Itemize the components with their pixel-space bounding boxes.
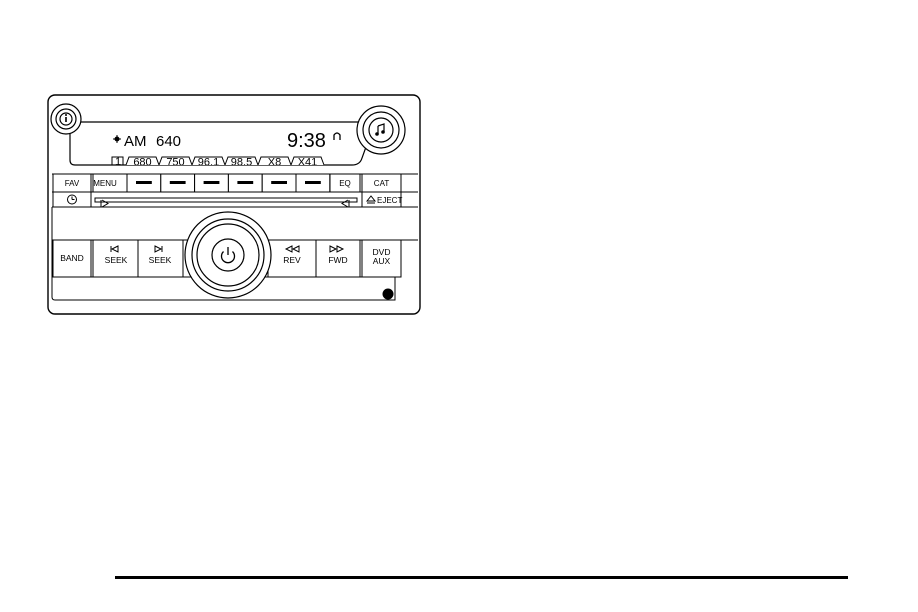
menu-label: MENU xyxy=(93,179,117,188)
softkey-button[interactable] xyxy=(195,174,229,192)
softkey-dash-icon xyxy=(237,181,253,184)
preset-page-indicator: 1 xyxy=(115,156,121,168)
softkey-button[interactable] xyxy=(127,174,161,192)
music-knob[interactable] xyxy=(357,106,405,154)
softkey-button[interactable] xyxy=(296,174,330,192)
eject-label: EJECT xyxy=(377,196,402,205)
aux-label: AUX xyxy=(373,256,391,266)
info-knob[interactable] xyxy=(51,104,81,134)
eq-label: EQ xyxy=(339,179,351,188)
disc-slot xyxy=(95,198,357,202)
display-frequency: 640 xyxy=(156,133,181,150)
softkey-button[interactable] xyxy=(161,174,195,192)
preset-tab-label: 98.5 xyxy=(231,157,252,169)
display-clock: 9:38 xyxy=(287,130,326,152)
softkey-button[interactable] xyxy=(228,174,262,192)
softkey-dash-icon xyxy=(136,181,152,184)
preset-tab-label: 680 xyxy=(133,157,151,169)
display-band: AM xyxy=(124,133,147,150)
cat-label: CAT xyxy=(374,179,390,188)
power-volume-knob[interactable] xyxy=(185,212,271,298)
seek-back-label: SEEK xyxy=(105,255,128,265)
rev-label: REV xyxy=(283,255,301,265)
preset-tab-label: 750 xyxy=(166,157,184,169)
softkey-button[interactable] xyxy=(262,174,296,192)
softkey-dash-icon xyxy=(305,181,321,184)
preset-tab-label: X8 xyxy=(268,157,281,169)
fav-label: FAV xyxy=(65,179,80,188)
softkey-dash-icon xyxy=(271,181,287,184)
preset-tab-label: 96.1 xyxy=(198,157,219,169)
fwd-label: FWD xyxy=(328,255,347,265)
band-label: BAND xyxy=(60,253,84,263)
seek-forward-label: SEEK xyxy=(149,255,172,265)
preset-tab-label: X41 xyxy=(298,157,318,169)
softkey-dash-icon xyxy=(204,181,220,184)
indicator-light xyxy=(383,289,394,300)
page-footer-rule xyxy=(115,576,848,579)
softkey-dash-icon xyxy=(170,181,186,184)
